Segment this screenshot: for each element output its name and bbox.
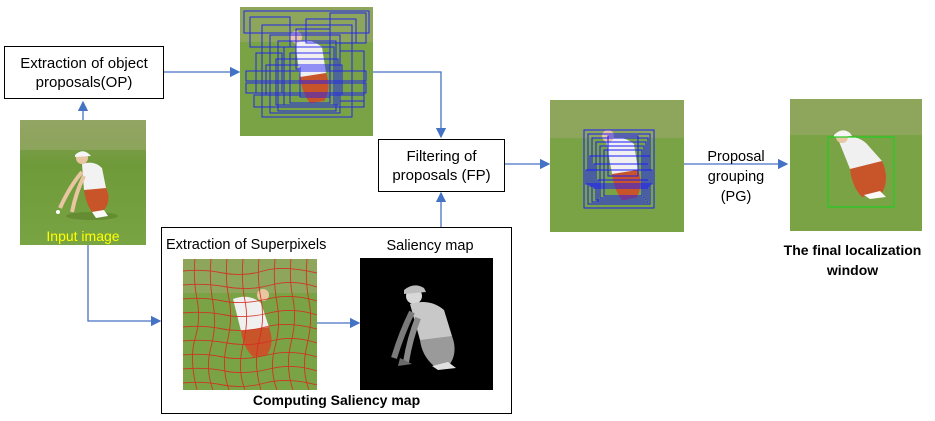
arrow-proposals-to-fp [372, 71, 447, 139]
superpixels-label: Extraction of Superpixels [166, 237, 327, 253]
final-box-outline [827, 136, 895, 208]
saliency-map-image [360, 258, 493, 390]
arrow-input-to-superpixels [87, 245, 162, 327]
final-localization-image [790, 99, 922, 231]
input-image-label: Input image [46, 228, 120, 244]
final-caption-line1: The final localization [783, 242, 922, 258]
filtered-proposals-image [550, 100, 684, 232]
fp-box-label: Filtering of proposals (FP) [392, 147, 491, 184]
object-proposals-image [240, 7, 373, 136]
pg-label-line1: Proposal [707, 149, 765, 165]
pg-label-line3: (PG) [720, 189, 752, 205]
superpixels-image [183, 259, 317, 390]
saliency-group-title: Computing Saliency map [252, 392, 421, 408]
op-box: Extraction of object proposals(OP) [4, 46, 164, 99]
fp-box: Filtering of proposals (FP) [378, 139, 505, 192]
saliency-group-box [161, 227, 512, 414]
pg-label-line2: grouping [707, 169, 765, 185]
final-caption-line2: window [826, 262, 879, 278]
saliency-map-label: Saliency map [386, 238, 474, 254]
input-image: Input image [20, 120, 146, 245]
pg-label: Proposal grouping (PG) [696, 147, 776, 207]
final-caption: The final localization window [770, 240, 935, 280]
op-box-label: Extraction of object proposals(OP) [20, 54, 148, 91]
